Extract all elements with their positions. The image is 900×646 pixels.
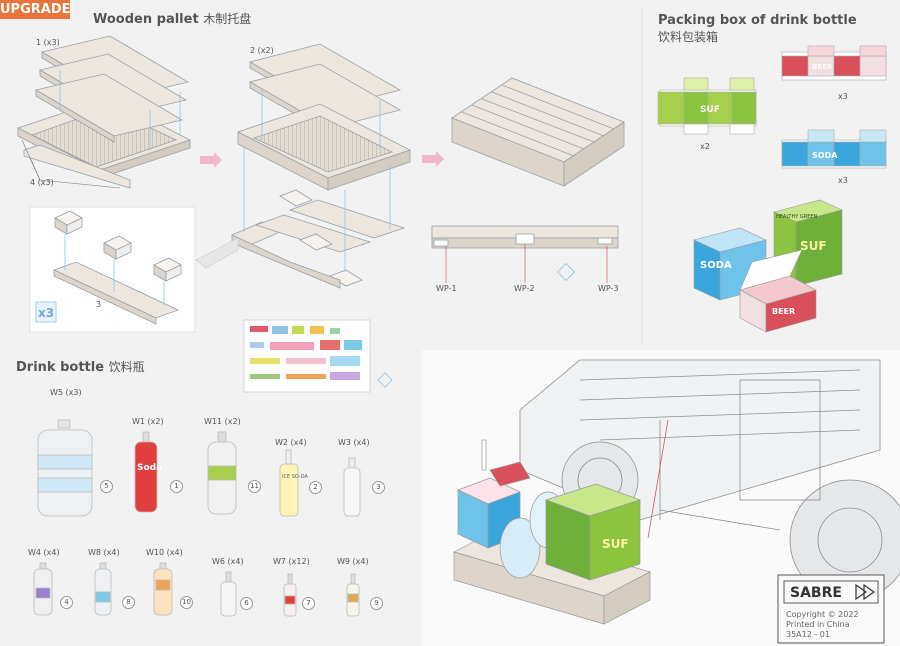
truck-pallet-load	[453, 439, 651, 625]
copyright: Copyright © 2022 Printed in China 35A12 …	[786, 610, 859, 640]
bottle-label: W5 (x3)	[50, 388, 82, 397]
bottle-title-en: Drink bottle	[16, 360, 105, 375]
box-soda-text: SODA	[700, 260, 732, 271]
bottle-title: Drink bottle 饮料瓶	[16, 358, 145, 375]
bottle-number-callout: 9	[370, 597, 383, 610]
bottle-w2-text: ICE SO-DA	[282, 474, 309, 480]
bottle-w6	[220, 571, 237, 617]
label-part1: 1 (x3)	[36, 38, 60, 47]
box-net-soda	[781, 129, 887, 169]
bottle-number-callout: 1	[170, 480, 183, 493]
label-box-x3a: x3	[838, 92, 848, 101]
label-part4: 4 (x3)	[30, 178, 54, 187]
part4-leaders	[21, 139, 121, 189]
step-arrow-2-icon	[422, 151, 444, 167]
bottle-label: W8 (x4)	[88, 548, 120, 557]
label-x3-detail: x3	[38, 306, 55, 320]
box-beer-text: BEER	[772, 307, 795, 316]
bottle-label: W10 (x4)	[146, 548, 183, 557]
truck-box-suf-text: SUF	[602, 537, 629, 551]
box-title-cn: 饮料包装箱	[658, 30, 719, 44]
wp-board	[431, 225, 619, 249]
bottle-w4	[33, 562, 53, 616]
pallet-step2	[231, 43, 412, 289]
pallet-title-cn: 木制托盘	[203, 12, 252, 26]
wp-decal-icon	[556, 262, 576, 282]
bottle-w7	[283, 573, 297, 617]
bottle-label: W1 (x2)	[132, 417, 164, 426]
copyright-line: Copyright © 2022	[786, 610, 859, 619]
box-net-soda-text: SODA	[812, 151, 838, 160]
bottle-label: W6 (x4)	[212, 557, 244, 566]
box-net-suf-text: SUF	[700, 105, 720, 115]
bottle-label: W4 (x4)	[28, 548, 60, 557]
boxes-assembled	[693, 199, 843, 333]
bottle-w5	[37, 419, 93, 517]
label-wp1: WP-1	[436, 284, 457, 293]
bottle-w1	[134, 431, 158, 513]
bottle-label: W3 (x4)	[338, 438, 370, 447]
bottle-number-callout: 6	[240, 597, 253, 610]
bottle-number-callout: 8	[122, 596, 135, 609]
bottle-w8	[94, 562, 112, 616]
box-net-beer-text: BEER	[812, 63, 833, 71]
box-green-text: HEALTHY GREEN	[776, 214, 818, 220]
bottle-label: W11 (x2)	[204, 417, 241, 426]
pallet-step2-guides	[243, 90, 391, 272]
bottle-number-callout: 11	[248, 480, 261, 493]
copyright-line: Printed in China	[786, 620, 850, 629]
bottle-number-callout: 4	[60, 596, 73, 609]
bottle-label: W2 (x4)	[275, 438, 307, 447]
bottle-number-callout: 10	[180, 596, 193, 609]
bottle-label: W9 (x4)	[337, 557, 369, 566]
label-box-x3b: x3	[838, 176, 848, 185]
bottle-number-callout: 2	[309, 481, 322, 494]
step-arrow-1-icon	[200, 152, 222, 168]
label-part2: 2 (x2)	[250, 46, 274, 55]
brand-logo: SABRE	[790, 585, 842, 601]
truck-illustration	[519, 359, 900, 601]
box-suf-text: SUF	[800, 239, 827, 253]
bottle-w1-text: Soda	[137, 463, 162, 473]
bottle-w11	[207, 431, 237, 515]
bottle-w9	[346, 573, 360, 617]
box-title: Packing box of drink bottle 饮料包装箱	[658, 13, 857, 45]
bottle-number-callout: 3	[372, 481, 385, 494]
copyright-line: 35A12 - 01	[786, 630, 830, 639]
label-box-x2: x2	[700, 142, 710, 151]
label-wp2: WP-2	[514, 284, 535, 293]
box-title-en: Packing box of drink bottle	[658, 13, 857, 28]
bottle-w10	[153, 562, 173, 616]
part3-blocks	[52, 210, 182, 325]
pallet-step1-guides	[59, 70, 181, 150]
pallet-title-en: Wooden pallet	[93, 12, 199, 27]
bottle-w3	[343, 457, 361, 517]
decal-sheet	[243, 319, 371, 393]
label-wp3: WP-3	[598, 284, 619, 293]
label-part3: 3	[96, 300, 102, 309]
box-net-suf	[657, 77, 757, 135]
bottle-title-cn: 饮料瓶	[108, 360, 145, 374]
bottle-label: W7 (x12)	[273, 557, 310, 566]
pallet-step1	[16, 35, 192, 189]
pallet-finished	[451, 77, 625, 187]
pallet-title: Wooden pallet 木制托盘	[93, 10, 251, 27]
upgrade-badge: UPGRADE	[0, 0, 71, 19]
bottle-w2	[279, 449, 299, 517]
bottle-number-callout: 5	[100, 480, 113, 493]
box-net-beer	[781, 45, 887, 81]
bottle-number-callout: 7	[302, 597, 315, 610]
